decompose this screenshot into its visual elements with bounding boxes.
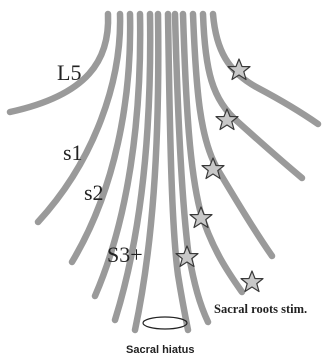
star-icon	[216, 109, 238, 130]
legend-star-icon	[241, 271, 263, 292]
label-s3: S3+	[107, 242, 143, 267]
star-icon	[190, 207, 212, 228]
label-s1: s1	[63, 140, 83, 165]
legend-label: Sacral roots stim.	[214, 302, 307, 316]
label-l5: L5	[57, 60, 81, 85]
label-s2: s2	[84, 180, 104, 205]
sacral-hiatus-label: Sacral hiatus	[126, 344, 194, 356]
root-right-l5	[213, 14, 318, 124]
right-root-bundle	[168, 14, 318, 330]
sacral-hiatus-outline	[143, 317, 187, 329]
left-root-bundle	[10, 14, 158, 330]
